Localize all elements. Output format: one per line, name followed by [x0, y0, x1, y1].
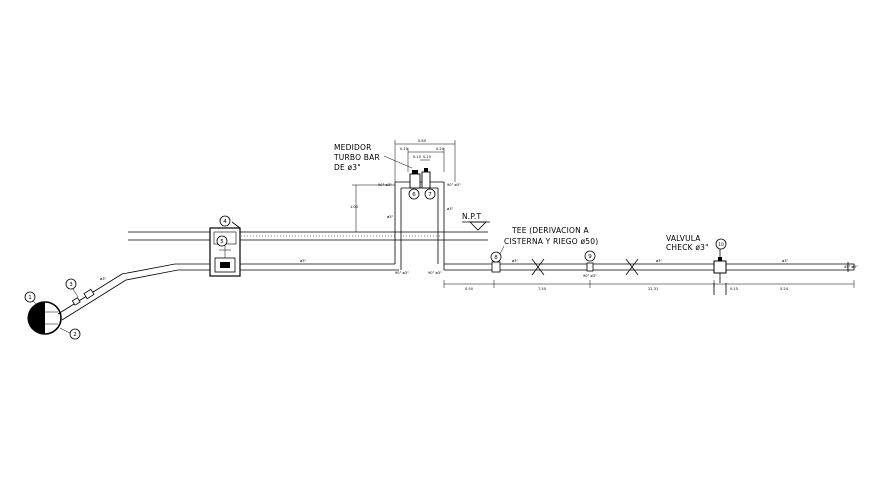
marker-8: 8 — [490, 251, 502, 263]
meter-label-line2: TURBO BAR — [333, 153, 380, 162]
marker-7: 7 — [424, 188, 436, 200]
check-valve — [713, 249, 727, 295]
service-pipe-run — [175, 263, 210, 271]
valve-label-line2: CHECK ø3" — [666, 243, 709, 252]
bottom-dimensions: 0.50 7.50 22.31 0.15 5.24 — [443, 280, 855, 291]
dim-bottom-1: 0.50 — [465, 287, 474, 291]
meter-riser-right — [437, 182, 445, 270]
svg-text:5: 5 — [220, 239, 224, 245]
marker-2: 2 — [59, 327, 81, 340]
note-riser2: ø3" — [447, 207, 453, 211]
note-run3: ø3" — [656, 259, 662, 263]
dim-top-left: 0.20 — [400, 147, 409, 151]
svg-text:2: 2 — [73, 332, 77, 338]
note-elbow3: 90° ø3" — [395, 271, 409, 275]
dim-vertical: 1.00 — [350, 205, 359, 209]
marker-4: 4 — [219, 215, 231, 227]
tee-label-line2: CISTERNA Y RIEGO ø50) — [504, 237, 598, 246]
end-fitting — [847, 263, 855, 271]
note-elbow4: 90° ø3" — [428, 271, 442, 275]
note-diag: ø3" — [100, 277, 106, 281]
marker-3: 3 — [65, 278, 79, 298]
dim-top-total: 0.60 — [418, 139, 427, 143]
marker-10: 10 — [715, 238, 727, 250]
pipe-notes: ø3" ø3" 90° ø3" 90° ø3" 90° ø3" 90° ø3" … — [100, 183, 858, 281]
npt-level-marker: N.P.T — [462, 212, 490, 231]
ground-band — [128, 231, 488, 241]
note-run1: ø3" — [300, 259, 306, 263]
break-marks — [531, 258, 639, 276]
dim-top-mid-2: 0.10 — [423, 155, 432, 159]
note-run4: ø3" — [782, 259, 788, 263]
note-riser1: ø3" — [387, 215, 393, 219]
dim-bottom-2: 7.50 — [538, 287, 547, 291]
svg-text:6: 6 — [412, 192, 416, 198]
diagonal-pipe — [57, 263, 179, 321]
tee-label-line1: TEE (DERIVACION A — [511, 226, 590, 235]
svg-text:3: 3 — [69, 282, 73, 288]
dim-bottom-4: 0.15 — [730, 287, 738, 291]
marker-5: 5 — [216, 235, 228, 247]
note-elbow2: 90° ø3" — [447, 183, 461, 187]
svg-text:9: 9 — [588, 254, 592, 260]
valve-label-line1: VALVULA — [666, 234, 701, 243]
note-tee9: 90° ø3" — [583, 274, 597, 278]
note-run2: ø3" — [512, 259, 518, 263]
tee-fitting — [491, 261, 501, 273]
note-elbow1: 90° ø3" — [378, 183, 392, 187]
meter-label-line3: DE ø3" — [334, 163, 361, 172]
valve-label: VALVULA CHECK ø3" — [666, 234, 709, 252]
note-end: 45° ø3" — [844, 265, 858, 269]
svg-text:7: 7 — [428, 192, 432, 198]
svg-text:10: 10 — [718, 242, 724, 248]
marker-1: 1 — [24, 291, 39, 307]
valve-box — [209, 221, 241, 277]
meter-assembly — [395, 168, 444, 189]
vertical-dimension: 1.00 — [350, 184, 395, 232]
svg-text:1: 1 — [28, 295, 32, 301]
marker-9: 9 — [584, 250, 596, 262]
svg-text:4: 4 — [223, 219, 227, 225]
dim-bottom-3: 22.31 — [648, 287, 658, 291]
meter-label: MEDIDOR TURBO BAR DE ø3" — [333, 143, 413, 172]
public-main-connection — [27, 301, 62, 335]
union-fitting — [586, 262, 594, 272]
marker-6: 6 — [408, 188, 420, 200]
dim-top-right: 0.20 — [436, 147, 445, 151]
tee-label: TEE (DERIVACION A CISTERNA Y RIEGO ø50) — [499, 226, 598, 255]
npt-label: N.P.T — [462, 212, 482, 221]
top-dimensions: 0.60 0.20 0.10 0.10 0.20 — [394, 139, 456, 182]
dim-top-mid: 0.10 — [413, 155, 422, 159]
meter-riser-left — [394, 182, 402, 270]
distribution-pipe-run — [444, 262, 849, 272]
main-pipe-run — [240, 263, 399, 271]
svg-text:8: 8 — [494, 255, 498, 261]
meter-label-line1: MEDIDOR — [334, 143, 372, 152]
dim-bottom-5: 5.24 — [780, 287, 789, 291]
